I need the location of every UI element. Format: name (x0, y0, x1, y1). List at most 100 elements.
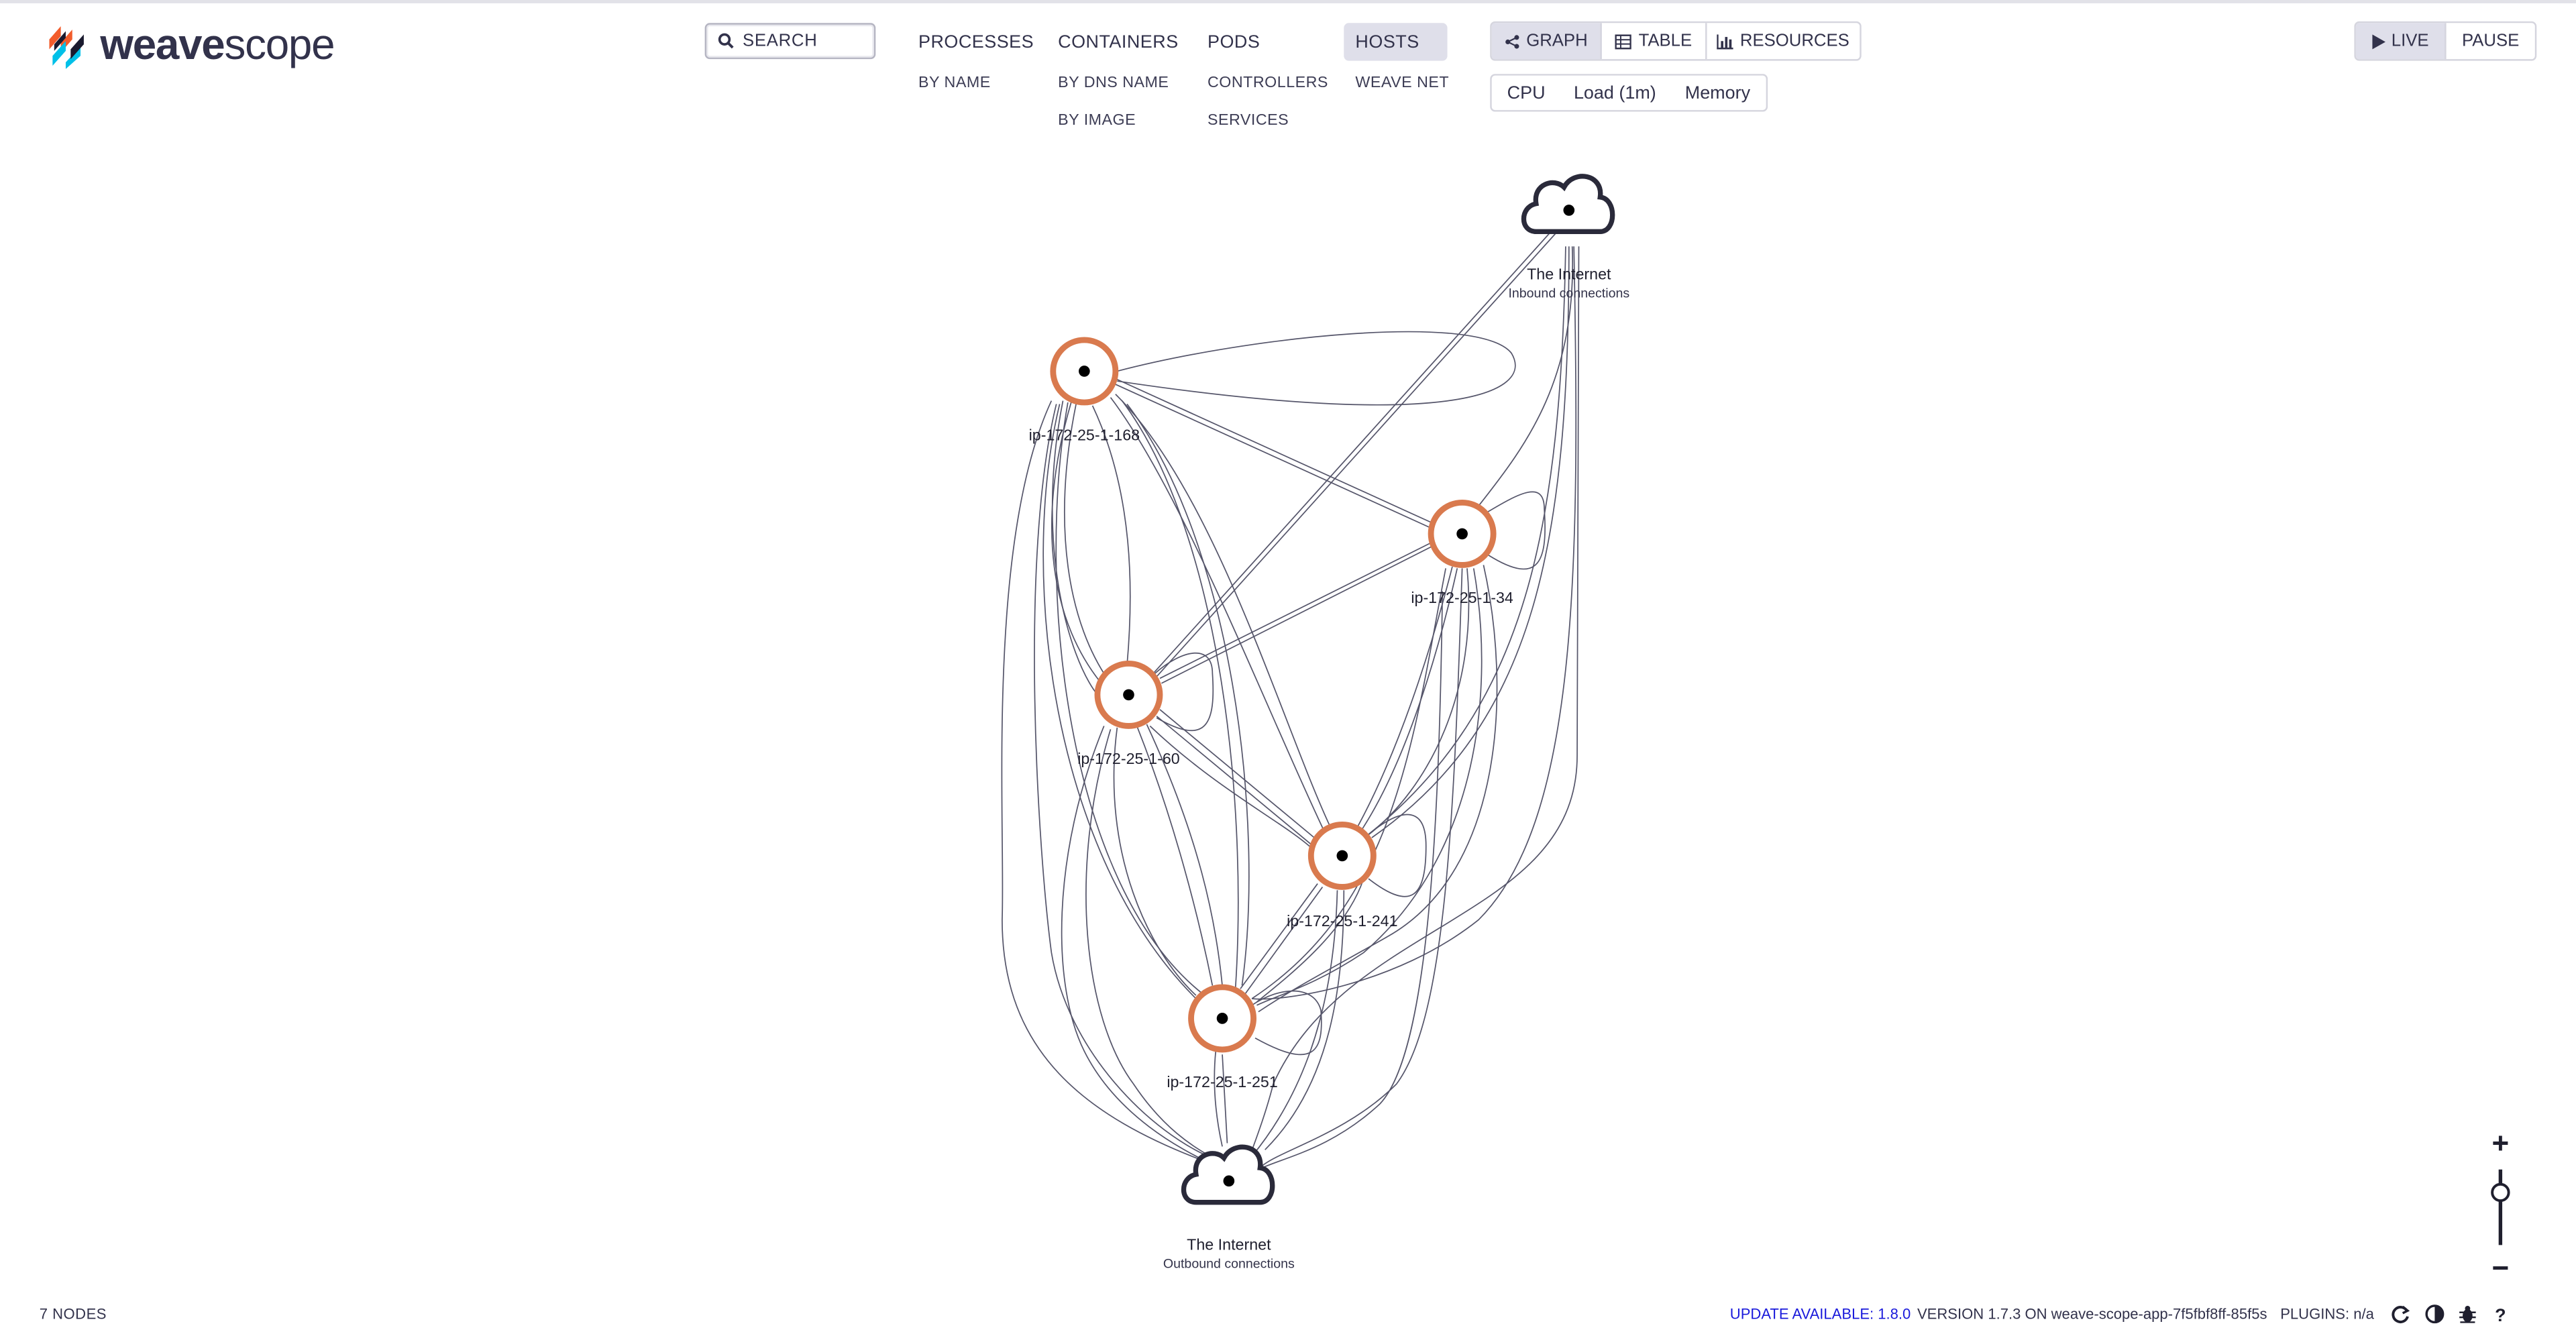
topology-containers[interactable]: CONTAINERS (1058, 32, 1179, 53)
zoom-control[interactable] (2491, 1135, 2510, 1270)
app-name: weavescope (100, 19, 335, 68)
topology-pods-services[interactable]: SERVICES (1208, 111, 1289, 130)
weavescope-logo[interactable]: weavescope (44, 16, 335, 72)
search-input[interactable]: SEARCH (704, 23, 876, 60)
metric-memory-button[interactable]: Memory (1684, 82, 1751, 103)
live-label: LIVE (2391, 31, 2429, 51)
node-ip-172-25-1-34[interactable]: ip-172-25-1-34 (1411, 499, 1513, 606)
edge (1244, 886, 1324, 995)
node-label: ip-172-25-1-251 (1167, 1073, 1277, 1091)
edge (1001, 400, 1210, 1164)
edge (1159, 709, 1315, 838)
node-count-status: 7 NODES (39, 1305, 107, 1323)
edge (1115, 384, 1430, 528)
topology-processes-by-name[interactable]: BY NAME (918, 74, 991, 93)
topology-hosts[interactable]: HOSTS (1355, 32, 1419, 53)
edge (1121, 400, 1239, 989)
edge (1366, 568, 1470, 837)
edge (1149, 725, 1311, 848)
graph-edges (1001, 229, 1580, 1170)
edge (1368, 814, 1427, 897)
metric-load-button[interactable]: Load (1m) (1573, 82, 1656, 103)
edge (1156, 233, 1556, 677)
node-label: ip-172-25-1-34 (1411, 589, 1513, 606)
metric-cpu-button[interactable]: CPU (1507, 82, 1546, 103)
bug-icon[interactable] (2458, 1304, 2477, 1324)
top-border (0, 0, 2576, 3)
play-icon (2371, 34, 2385, 49)
node-label: ip-172-25-1-241 (1287, 912, 1397, 930)
topology-hosts-active-bg (1344, 23, 1448, 61)
node-ip-172-25-1-60[interactable]: ip-172-25-1-60 (1077, 660, 1180, 767)
node-internet-inbound[interactable]: The Internet Inbound connections (1508, 174, 1629, 300)
pause-button[interactable]: PAUSE (2462, 31, 2520, 51)
time-control-group: LIVE PAUSE (2354, 21, 2537, 61)
contrast-icon[interactable] (2425, 1304, 2445, 1324)
plugins-info[interactable]: PLUGINS: n/a (2280, 1305, 2374, 1323)
edge (1152, 229, 1553, 674)
zoom-handle[interactable] (2491, 1182, 2510, 1203)
topology-containers-by-image[interactable]: BY IMAGE (1058, 111, 1136, 130)
edge (1126, 403, 1250, 986)
topology-hosts-weave-net[interactable]: WEAVE NET (1355, 74, 1450, 93)
resources-view-button[interactable]: RESOURCES (1707, 23, 1860, 59)
table-view-button[interactable]: TABLE (1603, 23, 1707, 60)
topology-pods[interactable]: PODS (1208, 32, 1260, 53)
edge (1146, 724, 1223, 986)
topology-processes[interactable]: PROCESSES (918, 32, 1034, 53)
edge (1091, 405, 1131, 665)
version-info: VERSION 1.7.3 ON weave-scope-app-7f5fbf8… (1917, 1305, 2267, 1323)
edge (1034, 404, 1216, 1160)
bar-chart-icon (1717, 34, 1734, 49)
edge (1258, 591, 1444, 1170)
edge (1251, 568, 1446, 999)
search-placeholder: SEARCH (742, 31, 818, 51)
edge (1061, 726, 1210, 1164)
graph-view-button[interactable]: GRAPH (1491, 23, 1603, 60)
edge (1042, 404, 1197, 999)
node-label: The Internet (1187, 1236, 1271, 1254)
view-mode-group: GRAPH TABLE RESOURCES (1490, 21, 1862, 61)
help-icon[interactable]: ? (2491, 1304, 2510, 1324)
svg-text:?: ? (2495, 1305, 2506, 1324)
edge (1214, 1051, 1223, 1147)
edge (1251, 990, 1322, 1056)
node-ip-172-25-1-168[interactable]: ip-172-25-1-168 (1029, 337, 1140, 443)
share-icon (1505, 34, 1519, 48)
search-icon (718, 33, 734, 49)
edge (1085, 729, 1216, 1160)
resources-view-label: RESOURCES (1739, 31, 1849, 51)
graph-view-label: GRAPH (1526, 31, 1588, 51)
metric-selector: CPU Load (1m) Memory (1490, 74, 1768, 112)
live-button[interactable]: LIVE (2355, 23, 2447, 60)
edge (1156, 716, 1311, 845)
topology-containers-by-dns-name[interactable]: BY DNS NAME (1058, 74, 1169, 93)
node-ip-172-25-1-241[interactable]: ip-172-25-1-241 (1287, 821, 1398, 930)
edge (1478, 246, 1574, 506)
weavescope-logo-icon (49, 26, 84, 69)
edge (1361, 568, 1458, 830)
edge (1371, 246, 1570, 838)
edge (1155, 652, 1214, 731)
refresh-icon[interactable] (2390, 1304, 2410, 1324)
edge (1051, 402, 1105, 687)
node-sublabel: Outbound connections (1163, 1257, 1295, 1272)
update-available-link[interactable]: UPDATE AVAILABLE: 1.8.0 (1729, 1305, 1911, 1323)
edge (1055, 402, 1203, 995)
node-label: ip-172-25-1-168 (1029, 426, 1140, 443)
cloud-icon (1181, 1144, 1275, 1205)
edge (1261, 568, 1463, 1167)
edge (1486, 491, 1546, 570)
edge (1368, 246, 1566, 835)
node-ip-172-25-1-251[interactable]: ip-172-25-1-251 (1167, 984, 1278, 1091)
edge (1051, 400, 1098, 695)
edge (1248, 246, 1580, 1160)
node-internet-outbound[interactable]: The Internet Outbound connections (1163, 1144, 1295, 1272)
edge (1064, 404, 1112, 684)
node-label: ip-172-25-1-60 (1077, 750, 1180, 767)
edge (1159, 541, 1433, 679)
edge (1240, 883, 1318, 989)
topology-pods-controllers[interactable]: CONTROLLERS (1208, 74, 1328, 93)
zoom-in-icon[interactable] (2493, 1135, 2508, 1151)
